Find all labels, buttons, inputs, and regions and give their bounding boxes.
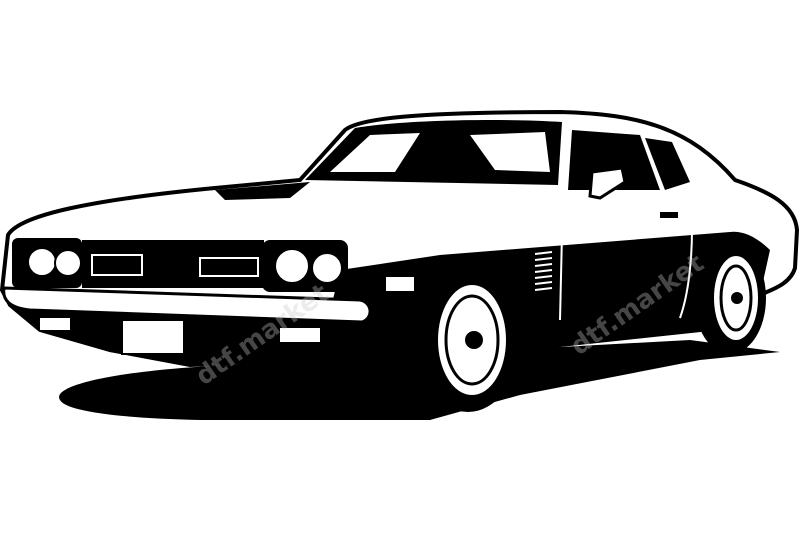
- headlight-icon: [27, 247, 57, 277]
- fog-light: [280, 328, 320, 342]
- license-plate: [121, 319, 185, 355]
- headlight-icon: [311, 252, 343, 284]
- windshield-glare-2: [470, 132, 550, 172]
- side-mirror: [588, 166, 627, 200]
- side-window-rear: [645, 138, 690, 190]
- rear-wheel: [694, 242, 766, 354]
- lower-body: [15, 231, 770, 378]
- headlight-icon: [274, 248, 310, 284]
- side-marker: [384, 275, 416, 293]
- door-handle: [660, 212, 678, 218]
- headlight-icon: [54, 249, 82, 277]
- fog-light: [40, 318, 70, 330]
- grille: [82, 240, 264, 288]
- fender-vent: [534, 251, 553, 291]
- hood-scoop: [215, 182, 310, 200]
- grille-insert-left: [91, 254, 143, 276]
- grille-insert-right: [199, 257, 259, 277]
- windshield-glare: [330, 133, 420, 172]
- ground-shadow: [59, 340, 781, 420]
- front-bumper: [2, 286, 372, 324]
- door-line: [559, 189, 693, 321]
- front-wheel: [416, 268, 520, 412]
